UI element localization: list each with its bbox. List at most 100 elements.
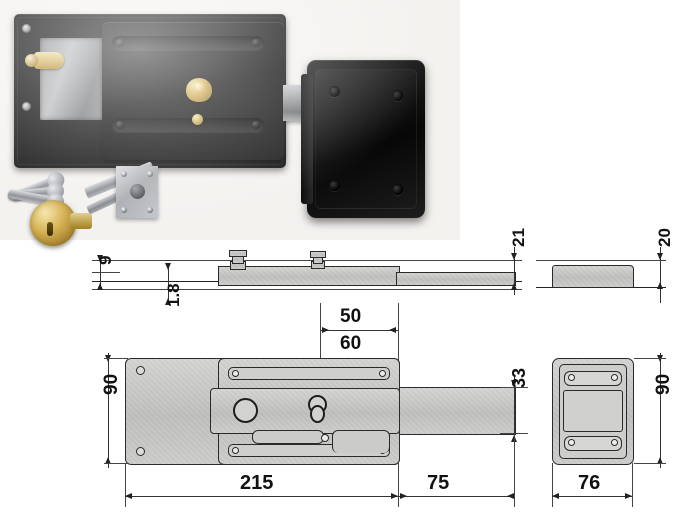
plate-hole [147,171,153,177]
dim-arrow [656,253,663,260]
keeper-screw-hole [611,374,618,381]
dimension-90: 90 [101,373,122,395]
dim-arrow [656,457,663,464]
mechanism-window [40,38,110,120]
pin-hole [321,434,329,442]
mounting-plate [116,166,158,218]
dim-arrow [125,492,132,499]
dim-line-215 [125,496,398,497]
ext-line-60-right [398,303,399,363]
keeper-screw-hole [329,180,340,191]
dimension-75: 75 [427,472,450,494]
slot-screw-hole [232,447,239,454]
front-view-center-band [210,388,400,434]
dim-ext-k90-bottom [634,463,666,464]
keeper-screw-hole [611,439,618,446]
dimension-33: 33 [509,367,529,388]
dim-arrow [625,492,632,499]
ref-line-under [92,289,522,290]
dim-arrow [510,253,517,260]
dimension-keeper-90: 90 [653,373,674,395]
dimension-215: 215 [240,472,274,494]
slot-screw-hole [232,370,239,377]
dim-ext-33-top [500,387,528,388]
dim-arrow [96,255,103,262]
dim-ext-k90-top [634,358,666,359]
front-view-mounting-hole [136,447,145,456]
side-view-knob-head [229,250,247,257]
dim-arrow [656,282,663,289]
keeper-ref-top [536,260,666,261]
ext-215-right [398,463,399,507]
keeper-top-slot [564,371,622,386]
dim-line-keeper-90 [660,353,661,468]
front-view-lower-slot-b [332,430,390,453]
dimension-76: 76 [578,472,601,494]
plate-boss [130,184,145,199]
dim-line-90 [108,353,109,468]
screw-icon [252,121,260,129]
brass-cylinder [30,200,76,246]
ext-215-left [125,463,126,507]
dim-arrow [164,263,171,270]
keeper-screw-hole [392,90,403,101]
front-view-mounting-hole [136,366,145,375]
dim-arrow [507,492,514,499]
screw-icon [116,39,124,47]
dimension-1-8: 1.8 [164,283,183,307]
keeper-aperture [563,390,623,432]
dimension-21: 21 [509,228,528,247]
dim-line-50 [320,330,398,331]
keeper-bottom-slot [564,436,622,451]
dimension-20: 20 [655,228,674,247]
dim-arrow [391,492,398,499]
dim-line-75 [398,496,514,497]
front-view-lower-slot-a [252,430,324,444]
dim-line-21 [514,247,515,295]
keeper-side-view [552,265,634,288]
keeper-screw-hole [329,86,340,97]
front-view-top-slot [228,367,390,380]
dim-arrow [96,283,103,290]
screw-icon [116,121,124,129]
front-view-cylinder-hole [233,398,258,423]
dim-arrow [389,326,396,333]
dim-ext-90-top [104,358,128,359]
side-view-knob-head [310,251,326,258]
dim-arrow [510,435,517,442]
keeper-edge [301,74,313,204]
case-groove-bottom [112,118,264,132]
ext-76-left [552,463,553,507]
case-groove-top [112,36,264,50]
dim-arrow [104,457,111,464]
mounting-hole [22,102,31,111]
keeper-screw-hole [568,439,575,446]
brass-knob-small [192,114,203,125]
lock-case [102,22,284,160]
dim-ext-9 [92,272,120,273]
plate-hole [121,171,127,177]
cylinder-neck [70,213,92,229]
brass-knob-large [186,78,212,102]
dim-ext-90-bottom [104,463,128,464]
side-view-bolt [396,272,516,286]
dim-line-1-8 [168,263,169,305]
plate-hole [121,207,127,213]
keeper-strike-box [301,60,425,218]
ext-76-right [632,463,633,507]
plate-hole [147,207,153,213]
screw-icon [252,39,260,47]
dim-line-20 [660,247,661,303]
keeper-screw-hole [568,374,575,381]
slot-screw-hole [379,370,386,377]
dim-arrow [510,380,517,387]
dim-arrow [510,283,517,290]
dim-arrow [552,492,559,499]
technical-drawing: 9 1.8 21 20 50 60 [0,225,700,525]
dim-line-33 [514,377,515,447]
mounting-hole [22,24,31,33]
brass-bolt-head [25,52,64,69]
dimension-60: 60 [340,333,362,354]
dim-arrow [164,298,171,305]
